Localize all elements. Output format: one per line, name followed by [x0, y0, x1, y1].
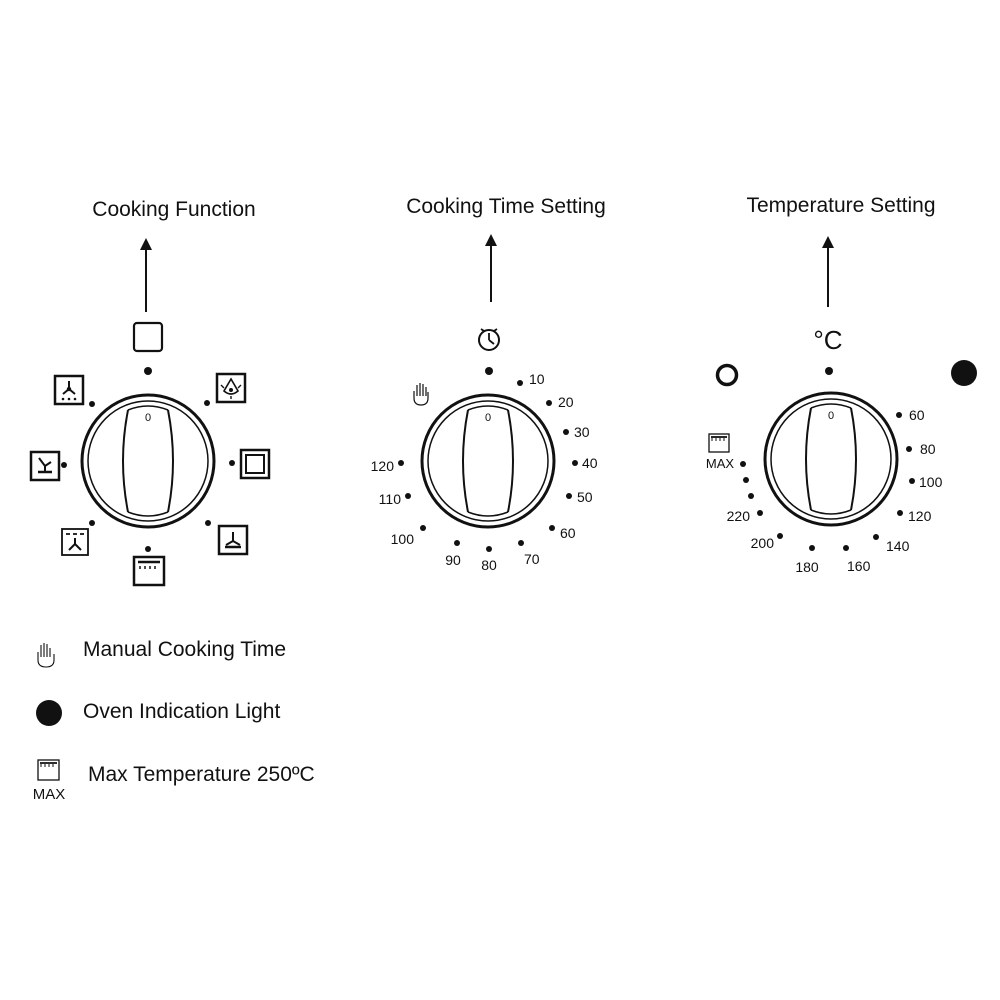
off-square-icon — [132, 321, 164, 353]
top-bottom-heat-icon — [239, 448, 271, 480]
time-dot-100 — [420, 525, 426, 531]
fan-defrost-icon — [53, 374, 85, 406]
time-dot-120 — [398, 460, 404, 466]
time-label-120: 120 — [371, 458, 395, 474]
temp-label-100: 100 — [919, 474, 943, 490]
temperature-knob[interactable]: 0 — [763, 391, 899, 527]
time-label-100: 100 — [391, 531, 415, 547]
time-label-50: 50 — [577, 489, 593, 505]
temp-label-60: 60 — [909, 407, 925, 423]
temp-label-200: 200 — [751, 535, 775, 551]
temp-top-dot — [825, 367, 833, 375]
time-label-70: 70 — [524, 551, 540, 567]
temp-dot-80 — [906, 446, 912, 452]
legend: Manual Cooking Time Oven Indication Ligh… — [33, 638, 315, 803]
temp-dot-160 — [843, 545, 849, 551]
function-knob-zero: 0 — [145, 412, 151, 424]
time-dot-60 — [549, 525, 555, 531]
heading-cooking-time: Cooking Time Setting — [406, 195, 606, 218]
legend-light-icon — [36, 700, 62, 726]
fan-grill-icon — [132, 555, 166, 587]
oven-light-icon — [951, 360, 977, 386]
time-label-110: 110 — [379, 491, 402, 507]
time-dot-50 — [566, 493, 572, 499]
temp-dot-120 — [897, 510, 903, 516]
grill-fan-icon — [61, 528, 89, 556]
time-label-20: 20 — [558, 394, 574, 410]
max-label: MAX — [706, 456, 735, 471]
arrow-time — [485, 234, 497, 302]
function-dots — [61, 367, 235, 552]
heading-cooking-function: Cooking Function — [92, 198, 255, 221]
arrow-function — [140, 238, 152, 312]
temp-label-140: 140 — [886, 538, 910, 554]
time-label-40: 40 — [582, 455, 598, 471]
time-knob-zero: 0 — [485, 412, 491, 424]
lamp-icon — [215, 372, 247, 404]
time-label-10: 10 — [529, 371, 545, 387]
temp-dot-100 — [909, 478, 915, 484]
time-top-dot — [485, 367, 493, 375]
temp-dot-220 — [757, 510, 763, 516]
temp-label-180: 180 — [795, 559, 819, 575]
time-label-60: 60 — [560, 525, 576, 541]
legend-max-icon — [37, 759, 60, 781]
temp-label-160: 160 — [847, 558, 871, 574]
legend-light-text: Oven Indication Light — [83, 700, 280, 723]
time-label-90: 90 — [445, 552, 461, 568]
temp-label-80: 80 — [920, 441, 936, 457]
time-dot-20 — [546, 400, 552, 406]
temperature-knob-zero: 0 — [828, 410, 834, 422]
time-dot-90 — [454, 540, 460, 546]
fan-bottom-heat-icon — [217, 524, 249, 556]
temp-label-120: 120 — [908, 508, 932, 524]
time-dot-10 — [517, 380, 523, 386]
time-dot-70 — [518, 540, 524, 546]
legend-manual-text: Manual Cooking Time — [83, 638, 286, 661]
legend-max-icon-text: MAX — [33, 786, 66, 803]
heading-temperature: Temperature Setting — [746, 194, 935, 217]
temp-dot-180 — [809, 545, 815, 551]
arrow-temperature — [822, 236, 834, 307]
temp-label-220: 220 — [727, 508, 751, 524]
temp-dot-140 — [873, 534, 879, 540]
bottom-heat-icon — [29, 450, 61, 482]
time-dot-110 — [405, 493, 411, 499]
max-temp-icon — [708, 433, 730, 453]
hand-icon — [413, 383, 429, 406]
time-dot-30 — [563, 429, 569, 435]
clock-icon — [478, 328, 500, 351]
time-dot-80 — [486, 546, 492, 552]
celsius-label: °C — [813, 325, 842, 355]
time-knob[interactable]: 0 — [420, 393, 556, 529]
temp-dot-200 — [777, 533, 783, 539]
function-knob[interactable]: 0 — [80, 393, 216, 529]
legend-hand-icon — [37, 643, 55, 668]
temp-dot-60 — [896, 412, 902, 418]
max-extra-dots — [740, 461, 754, 499]
time-label-30: 30 — [574, 424, 590, 440]
ring-icon — [715, 363, 739, 387]
time-dot-40 — [572, 460, 578, 466]
legend-max-text: Max Temperature 250ºC — [88, 763, 315, 786]
time-label-80: 80 — [481, 557, 497, 573]
